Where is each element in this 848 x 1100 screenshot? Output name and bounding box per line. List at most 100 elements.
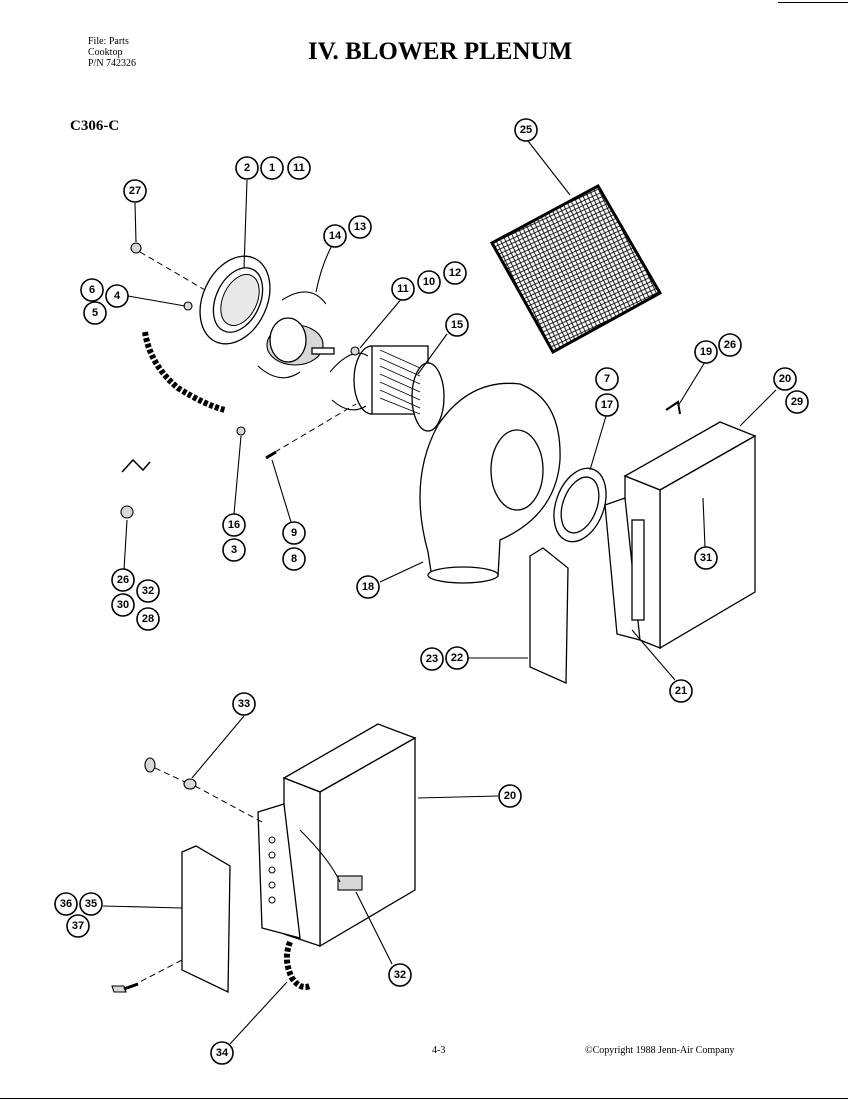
svg-text:21: 21 (675, 685, 687, 697)
callout-15: 15 (445, 313, 469, 337)
svg-text:37: 37 (72, 920, 84, 932)
svg-text:5: 5 (92, 307, 98, 319)
callout-23: 23 (420, 647, 444, 671)
callout-19: 19 (694, 340, 718, 364)
svg-text:31: 31 (700, 552, 712, 564)
svg-text:13: 13 (354, 221, 366, 233)
callout-7: 7 (595, 367, 619, 391)
callout-32b: 32 (388, 963, 412, 987)
callout-26: 26 (718, 333, 742, 357)
callout-36: 36 (54, 892, 78, 916)
svg-text:22: 22 (451, 652, 463, 664)
svg-text:20: 20 (504, 790, 516, 802)
callout-22: 22 (445, 646, 469, 670)
lower-plenum-box-20 (257, 723, 417, 948)
callout-9: 9 (282, 521, 306, 545)
callout-8: 8 (282, 547, 306, 571)
callout-2: 2 (235, 156, 259, 180)
scroll-housing-18 (419, 382, 561, 584)
upper-plenum-box-20 (604, 421, 757, 650)
svg-text:7: 7 (604, 373, 610, 385)
assembly-lines (131, 251, 357, 987)
housing-ring-2 (199, 255, 271, 345)
callout-31: 31 (694, 546, 718, 570)
svg-text:16: 16 (228, 519, 240, 531)
callout-25: 25 (514, 118, 538, 142)
svg-text:6: 6 (89, 284, 95, 296)
callout-16: 16 (222, 513, 246, 537)
callout-6: 6 (80, 278, 104, 302)
callout-11b: 11 (391, 277, 415, 301)
hardware (111, 242, 681, 993)
svg-text:1: 1 (269, 162, 275, 174)
svg-text:26: 26 (117, 574, 129, 586)
svg-text:29: 29 (791, 396, 803, 408)
callout-10: 10 (417, 270, 441, 294)
page-number: 4-3 (432, 1045, 446, 1056)
svg-text:28: 28 (142, 613, 154, 625)
svg-text:32: 32 (142, 585, 154, 597)
callout-28: 28 (136, 607, 160, 631)
svg-text:33: 33 (238, 698, 250, 710)
filter-25 (489, 183, 663, 355)
callout-11: 11 (287, 156, 311, 180)
svg-text:3: 3 (231, 544, 237, 556)
svg-text:25: 25 (520, 124, 532, 136)
copyright-notice: ©Copyright 1988 Jenn-Air Company (585, 1045, 735, 1056)
svg-text:11: 11 (293, 162, 305, 174)
leader-lines (102, 140, 777, 1045)
callout-26b: 26 (111, 568, 135, 592)
svg-text:34: 34 (216, 1047, 229, 1059)
svg-text:18: 18 (362, 581, 374, 593)
callout-32: 32 (136, 579, 160, 603)
callout-33: 33 (232, 692, 256, 716)
model-number: C306-C (70, 118, 120, 134)
svg-text:20: 20 (779, 373, 791, 385)
conduit-34 (284, 940, 312, 990)
callout-4: 4 (105, 284, 129, 308)
product-line: Cooktop (88, 47, 123, 58)
svg-text:23: 23 (426, 653, 438, 665)
callout-14: 14 (323, 224, 347, 248)
callout-5: 5 (83, 301, 107, 325)
edge-line (778, 2, 848, 3)
svg-text:36: 36 (60, 898, 72, 910)
wire-conduit (142, 331, 226, 413)
callout-21: 21 (669, 679, 693, 703)
callout-35: 35 (79, 892, 103, 916)
svg-text:35: 35 (85, 898, 97, 910)
svg-text:27: 27 (129, 185, 141, 197)
svg-text:9: 9 (291, 527, 297, 539)
svg-text:17: 17 (601, 399, 613, 411)
svg-text:12: 12 (449, 267, 461, 279)
lower-cover-plate-36 (181, 845, 231, 994)
callout-12: 12 (443, 261, 467, 285)
page-title: IV. BLOWER PLENUM (308, 38, 573, 65)
cover-plate-23 (529, 547, 569, 684)
callout-17: 17 (595, 393, 619, 417)
edge-line (0, 1098, 848, 1099)
callout-37: 37 (66, 914, 90, 938)
svg-text:15: 15 (451, 319, 463, 331)
motor-14 (257, 291, 335, 379)
svg-text:4: 4 (114, 290, 121, 302)
file-line: File: Parts (88, 36, 129, 47)
callout-20b: 20 (498, 784, 522, 808)
svg-text:2: 2 (244, 162, 250, 174)
gasket-ring-7 (553, 467, 607, 543)
svg-text:19: 19 (700, 346, 712, 358)
callout-20: 20 (773, 367, 797, 391)
callout-13: 13 (348, 215, 372, 239)
part-number-line: P/N 742326 (88, 58, 137, 69)
svg-text:14: 14 (329, 230, 342, 242)
svg-text:10: 10 (423, 276, 435, 288)
callouts: 2 1 11 27 14 13 6 4 5 11 10 12 15 25 19 … (54, 118, 809, 1065)
callout-29: 29 (785, 390, 809, 414)
callout-18: 18 (356, 575, 380, 599)
callout-27: 27 (123, 179, 147, 203)
callout-34: 34 (210, 1041, 234, 1065)
callout-30: 30 (111, 593, 135, 617)
svg-text:30: 30 (117, 599, 129, 611)
